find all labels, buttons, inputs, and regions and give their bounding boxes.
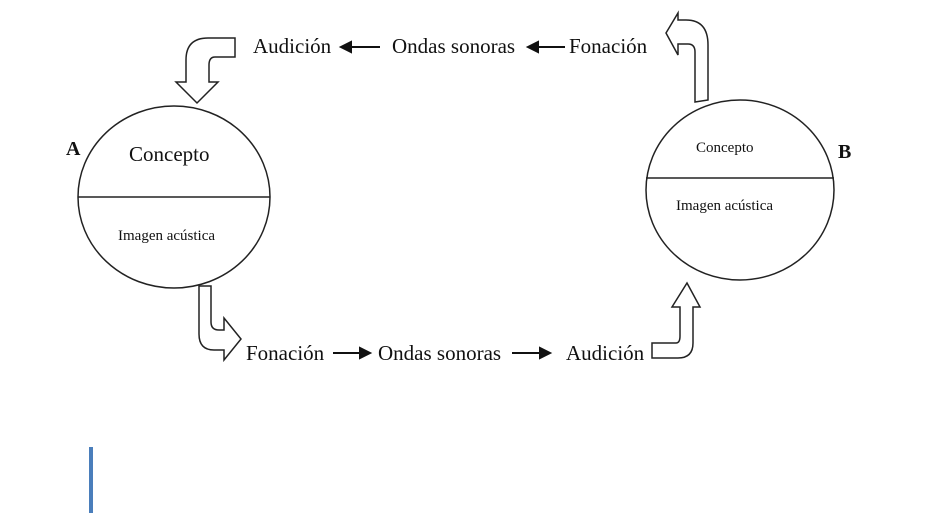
top-ondas-sonoras: Ondas sonoras (392, 34, 516, 58)
bent-arrow-bottom-left (198, 285, 242, 363)
arrow-right-1-head (359, 346, 373, 360)
label-b: B (838, 141, 852, 163)
b-imagen-acustica: Imagen acústica (676, 198, 774, 214)
label-a: A (66, 138, 81, 160)
arrow-right-2-head (539, 346, 553, 360)
top-audicion: Audición (253, 34, 332, 58)
b-concepto: Concepto (696, 140, 754, 156)
a-imagen-acustica: Imagen acústica (118, 228, 216, 244)
top-fonacion: Fonación (569, 34, 648, 58)
a-concepto: Concepto (129, 142, 210, 166)
bent-arrow-bottom-right (651, 281, 702, 359)
arrow-left-2-head (525, 40, 539, 54)
bent-arrow-top-right (665, 10, 709, 103)
bent-arrow-top-left (174, 37, 236, 105)
bottom-audicion: Audición (566, 341, 645, 365)
bottom-fonacion: Fonación (246, 341, 325, 365)
bottom-ondas-sonoras: Ondas sonoras (378, 341, 502, 365)
text-cursor (89, 447, 93, 513)
arrow-left-1-head (338, 40, 352, 54)
circle-b (645, 99, 835, 281)
